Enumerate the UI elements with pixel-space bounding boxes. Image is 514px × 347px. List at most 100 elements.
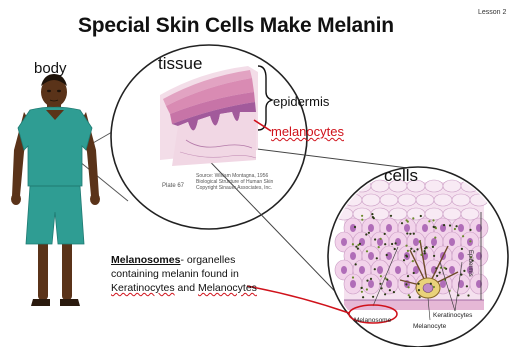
cell-nucleus [449,266,455,274]
tissue-label: tissue [158,54,202,74]
melanosome-granule [361,291,363,293]
melanosome-granule [406,232,408,234]
cell-nucleus [422,224,428,232]
melanosome-granule [460,274,462,276]
melanosome-granule [430,283,432,285]
keratinocyte-cell [335,180,353,192]
cell-nucleus [341,266,347,274]
melanosome-granule [418,283,420,285]
melanosome-granule [395,242,397,244]
melanosome-granule [433,226,435,228]
keratinocytes-label: Keratinocytes [433,312,472,319]
melanosome-granule [403,259,405,261]
tissue-figure-number: Plate 67 [162,183,184,189]
melanosomes-term: Melanosomes [111,254,180,266]
shorts [26,186,84,244]
melanosome-granule [433,286,435,288]
melanosome-granule [413,272,415,274]
melanosome-granule [361,215,363,217]
melanocyte-label: Melanocyte [413,323,446,330]
melanosome-granule [456,225,458,227]
melanosome-granule [352,243,354,245]
cell-nucleus [341,238,347,246]
melanosome-granule [361,287,363,289]
epidermis-side-label: Epidermis [467,250,473,277]
melanosome-granule [454,228,456,230]
melanosome-granule [384,293,386,295]
melanosome-granule [384,233,386,235]
melanosome-granule [384,243,386,245]
keratinocyte-cell [452,194,470,206]
melanosome-granule [428,220,430,222]
melanosome-granule [436,275,438,277]
melanosome-granule [435,227,437,229]
note-line-2: containing melanin found in [111,268,239,280]
melanosome-granule [416,248,418,250]
keratinocyte-cell [425,180,443,192]
note-keratinocytes: Keratinocytes [111,282,175,294]
melanosome-granule [405,283,407,285]
cells-label: cells [384,166,418,186]
melanosome-granule [389,289,391,291]
melanosome-granule [412,260,414,262]
melanosome-granule [362,296,364,298]
melanosome-granule [391,243,393,245]
melanosome-granule [449,224,451,226]
cell-nucleus [350,252,356,260]
epidermis-label: epidermis [273,94,329,109]
human-figure [11,74,100,306]
cell-nucleus [350,280,356,288]
melanosome-granule [379,283,381,285]
melanosome-granule [425,246,427,248]
cell-nucleus [395,266,401,274]
melanosome-granule [357,244,359,246]
melanosome-granule [469,240,471,242]
cell-nucleus [449,238,455,246]
melanosome-granule [463,270,465,272]
cell-nucleus [413,238,419,246]
melanosome-note: Melanosomes- organelles containing melan… [111,253,281,295]
melanosome-granule [372,296,374,298]
melanosome-granule [380,238,382,240]
melanosome-granule [462,235,464,237]
melanosome-granule [405,245,407,247]
melanosome-granule [386,254,388,256]
melanosome-granule [406,219,408,221]
melanosome-granule [410,248,412,250]
melanosome-granule [355,246,357,248]
melanosome-granule [370,278,372,280]
cell-nucleus [458,224,464,232]
body-label: body [34,60,67,77]
melanosome-granule [432,219,434,221]
melanosome-granule [380,275,382,277]
melanosome-granule [433,255,435,257]
keratinocyte-cell [380,194,398,206]
melanosome-granule [408,294,410,296]
keratinocyte-cell [362,194,380,206]
melanosome-granule [434,237,436,239]
melanosome-granule [365,233,367,235]
note-line-1-rest: - organelles [180,254,235,266]
melanosome-granule [424,250,426,252]
melanosome-granule [401,222,403,224]
melanosome-granule [439,272,441,274]
cell-nucleus [386,224,392,232]
melanosome-granule [467,294,469,296]
cell-nucleus [359,266,365,274]
melanosome-granule [355,263,357,265]
cell-nucleus [458,252,464,260]
melanosome-granule [443,224,445,226]
melanosome-granule [378,246,380,248]
melanosome-granule [466,285,468,287]
melanosome-granule [409,296,411,298]
keratinocyte-cell [434,194,452,206]
lesson-label: Lesson 2 [478,9,506,16]
cell-nucleus [431,238,437,246]
melanosome-granule [412,217,414,219]
melanosome-granule [393,291,395,293]
melanosome-granule [420,215,422,217]
melanosome-granule [390,215,392,217]
melanosome-granule [407,275,409,277]
melanosome-granule [469,229,471,231]
